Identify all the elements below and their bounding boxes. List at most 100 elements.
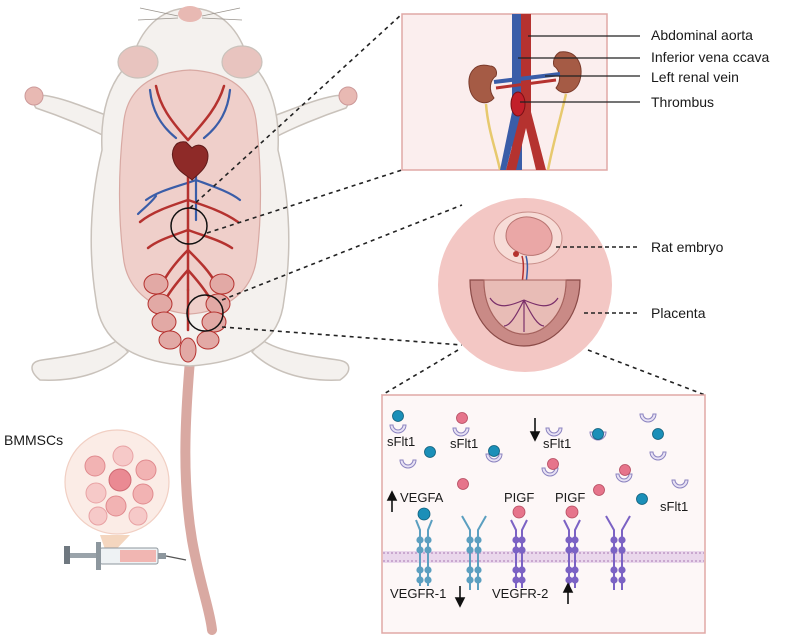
syringe-fill	[120, 550, 156, 562]
sflt1-cup	[649, 451, 667, 461]
sflt1-receptors	[389, 413, 689, 489]
vegf-ligand	[417, 507, 431, 521]
syringe-hub	[158, 553, 166, 559]
molecular-panel-frame	[381, 394, 706, 634]
placenta-vessels	[489, 297, 559, 332]
syringe-needle	[165, 555, 187, 561]
vegf-ligand	[488, 445, 500, 457]
rat-right-ear	[221, 45, 263, 79]
arrows	[386, 418, 574, 608]
callout-lines	[189, 13, 706, 396]
label-abdominal-aorta: Abdominal aorta	[651, 27, 753, 43]
aorta-bifurcation	[506, 112, 546, 170]
syringe	[64, 542, 187, 570]
rat-tail	[180, 355, 217, 635]
bmmscs-cells	[84, 445, 157, 526]
rat-illustration	[24, 6, 358, 635]
pigf-ligand	[593, 484, 605, 496]
placenta-tissue	[483, 279, 567, 335]
right-kidney	[553, 51, 582, 94]
rat-heart	[172, 141, 209, 181]
label-vegfr1: VEGFR-1	[390, 586, 446, 601]
vegf-ligands	[392, 410, 664, 521]
vegfr2-receptor-3	[605, 515, 631, 590]
label-pigf-a: PIGF	[504, 490, 534, 505]
pigf-ligand	[547, 458, 559, 470]
left-kidney	[468, 64, 497, 104]
cell-membrane	[383, 551, 704, 563]
pigf-ligand	[457, 478, 469, 490]
callout-line-mol-right	[587, 349, 706, 396]
renal-panel-frame	[401, 13, 608, 171]
rat-right-hind-foot	[250, 339, 350, 381]
vegfr2-receptor-2	[563, 519, 581, 588]
vena-bifurcation	[500, 112, 516, 170]
callout-line-placenta-top	[221, 204, 463, 301]
rat-embryo	[493, 211, 563, 301]
label-vegfa: VEGFA	[400, 490, 444, 505]
label-sflt1-b: sFlt1	[450, 436, 478, 451]
label-sflt1-d: sFlt1	[660, 499, 688, 514]
label-placenta: Placenta	[651, 305, 706, 321]
rat-exposed-cavity	[118, 69, 262, 315]
rat-whiskers	[137, 7, 243, 21]
syringe-plunger	[68, 553, 108, 558]
label-bmmscs: BMMSCs	[4, 432, 63, 448]
label-vegfr2: VEGFR-2	[492, 586, 548, 601]
placenta-panel: Rat embryo Placenta	[438, 198, 724, 372]
rat-snout	[178, 6, 202, 22]
highlight-circle-renal	[170, 207, 208, 245]
vegf-ligand	[424, 446, 436, 458]
thrombus	[510, 91, 526, 117]
renal-artery	[495, 78, 557, 90]
rat-uterine-horn-left	[143, 273, 182, 350]
sflt1-cup	[615, 473, 633, 483]
sflt1-cup	[671, 479, 689, 489]
label-sflt1-a: sFlt1	[387, 434, 415, 449]
rat-uterine-horn-right	[196, 273, 235, 350]
syringe-plunger-cap	[64, 546, 70, 564]
rat-cervix	[179, 337, 197, 363]
syringe-finger-grip	[96, 542, 101, 570]
callout-line-mol-left	[381, 349, 459, 396]
sflt1-cup	[389, 424, 407, 434]
renal-leader-lines	[518, 35, 640, 103]
vegfr2-receptor-1	[510, 519, 528, 588]
pigf-ligand	[565, 505, 579, 519]
rat-left-ear	[117, 45, 159, 79]
pigf-ligands	[456, 412, 631, 519]
label-left-renal-vein: Left renal vein	[651, 69, 739, 85]
sflt1-cup	[452, 427, 470, 437]
bmmscs-group: BMMSCs	[4, 429, 170, 558]
rat-right-hand	[338, 86, 358, 106]
renal-panel: Abdominal aorta Inferior vena ccava Left…	[401, 13, 769, 171]
abdominal-aorta	[521, 14, 531, 114]
sflt1-cup	[541, 467, 559, 477]
sflt1-cup	[399, 459, 417, 469]
vegf-ligand	[652, 428, 664, 440]
label-inferior-vena-cava: Inferior vena ccava	[651, 49, 769, 65]
pigf-ligand	[456, 412, 468, 424]
sflt1-cup	[485, 453, 503, 463]
label-rat-embryo: Rat embryo	[651, 239, 724, 255]
callout-line-placenta-bottom	[221, 326, 463, 346]
sflt1-cup	[639, 413, 657, 423]
left-ureter	[484, 103, 502, 171]
vegf-ligand	[392, 410, 404, 422]
left-renal-vein	[493, 72, 561, 84]
rat-left-hind-foot	[31, 339, 130, 381]
rat-left-hand	[24, 86, 44, 106]
label-sflt1-c: sFlt1	[543, 436, 571, 451]
label-pigf-b: PIGF	[555, 490, 585, 505]
right-ureter	[546, 93, 568, 171]
vegfr1-receptor-1	[415, 519, 433, 586]
highlight-circle-placenta	[186, 294, 224, 332]
pigf-ligand	[512, 505, 526, 519]
vegf-ligand	[636, 493, 648, 505]
pigf-ligand	[619, 464, 631, 476]
sflt1-cup	[545, 427, 563, 437]
callout-line-renal-bottom	[206, 169, 403, 234]
vegf-ligand	[592, 428, 604, 440]
molecular-panel: sFlt1 sFlt1 sFlt1 sFlt1 VEGFA PIGF PIGF …	[381, 394, 706, 634]
